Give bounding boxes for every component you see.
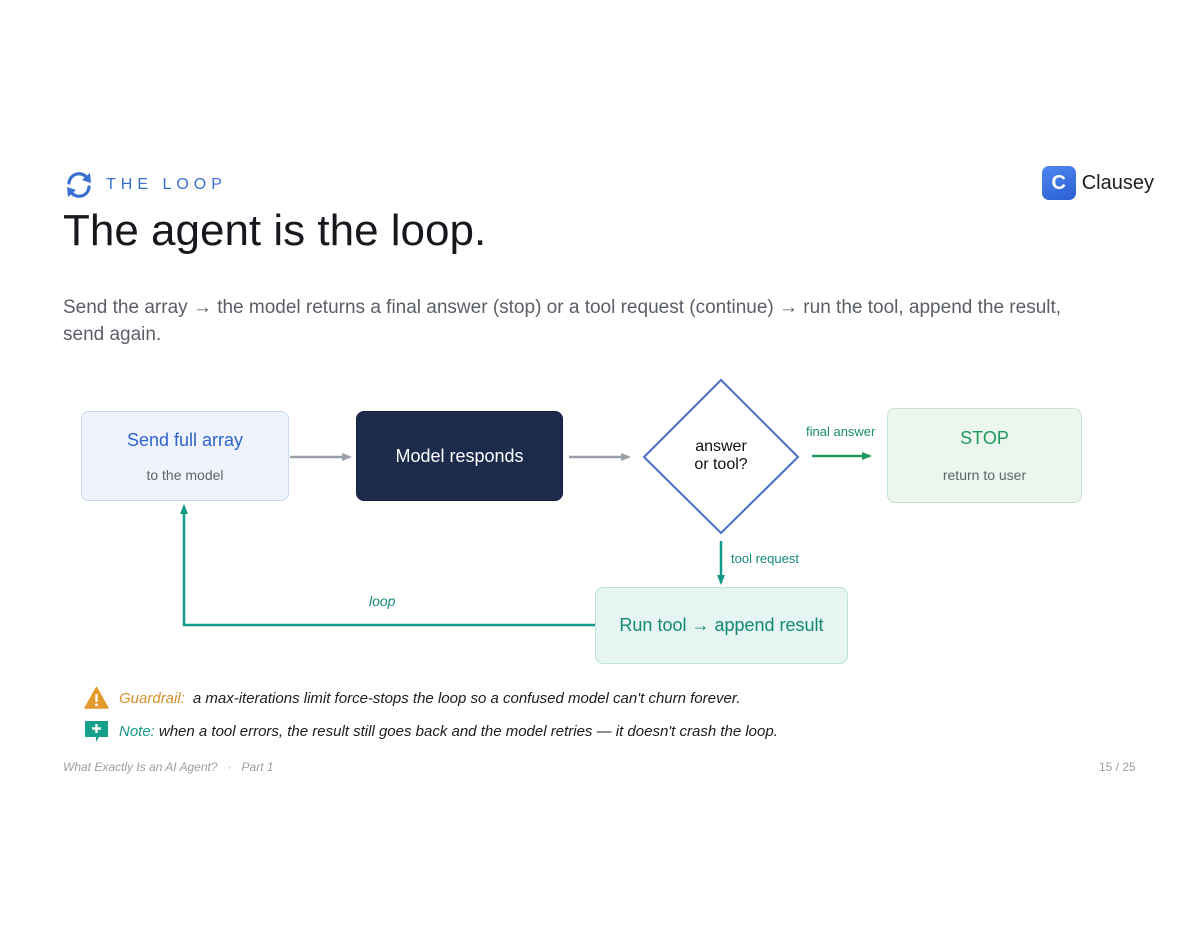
logo-mark: C bbox=[1041, 166, 1076, 200]
eyebrow-label: THE LOOP bbox=[106, 176, 227, 193]
info-note: Note: when a tool errors, the result sti… bbox=[84, 719, 778, 743]
footer-separator: · bbox=[227, 760, 232, 774]
edge-label-tool-request: tool request bbox=[731, 551, 799, 566]
note-label: Note: bbox=[119, 722, 155, 740]
guardrail-note: Guardrail: a max-iterations limit force-… bbox=[84, 686, 740, 710]
decision-diamond bbox=[642, 378, 800, 535]
decision-label-line1: answer bbox=[695, 438, 747, 455]
send-box-title: Send full array bbox=[126, 429, 244, 450]
stop-box: STOP return to user bbox=[887, 408, 1082, 503]
run-tool-box: Run tool → append result bbox=[595, 587, 848, 664]
stop-box-subtitle: return to user bbox=[942, 467, 1027, 483]
model-responds-box: Model responds bbox=[356, 411, 563, 501]
note-text: when a tool errors, the result still goe… bbox=[158, 722, 778, 740]
guardrail-text: a max-iterations limit force-stops the l… bbox=[192, 689, 741, 707]
section-eyebrow: THE LOOP bbox=[64, 170, 227, 200]
comment-plus-icon bbox=[85, 721, 108, 742]
arrow-loop-back bbox=[180, 504, 595, 627]
page-subtitle: Send the array → the model returns a fin… bbox=[63, 297, 1062, 345]
decision-label: answer or tool? bbox=[666, 438, 776, 474]
guardrail-label: Guardrail: bbox=[119, 689, 185, 707]
send-box-subtitle: to the model bbox=[146, 466, 224, 483]
page-number: 15 / 25 bbox=[1099, 760, 1136, 774]
stop-box-title: STOP bbox=[960, 428, 1009, 448]
footer-deck-info: What Exactly Is an AI Agent? · Part 1 bbox=[63, 760, 274, 774]
page-title: The agent is the loop. bbox=[63, 206, 487, 255]
footer-part: Part 1 bbox=[241, 760, 274, 774]
model-box-title: Model responds bbox=[395, 445, 524, 466]
warning-icon bbox=[84, 686, 109, 709]
run-box-title: Run tool → append result bbox=[619, 615, 824, 635]
footer-deck-title: What Exactly Is an AI Agent? bbox=[63, 760, 218, 774]
brand-name: Clausey bbox=[1081, 171, 1154, 194]
brand-logo: C Clausey bbox=[1041, 166, 1154, 200]
edge-label-loop: loop bbox=[369, 593, 396, 609]
decision-label-line2: or tool? bbox=[694, 456, 748, 473]
edge-label-final-answer: final answer bbox=[806, 424, 876, 439]
send-array-box: Send full array to the model bbox=[81, 411, 289, 501]
refresh-icon bbox=[67, 172, 91, 198]
